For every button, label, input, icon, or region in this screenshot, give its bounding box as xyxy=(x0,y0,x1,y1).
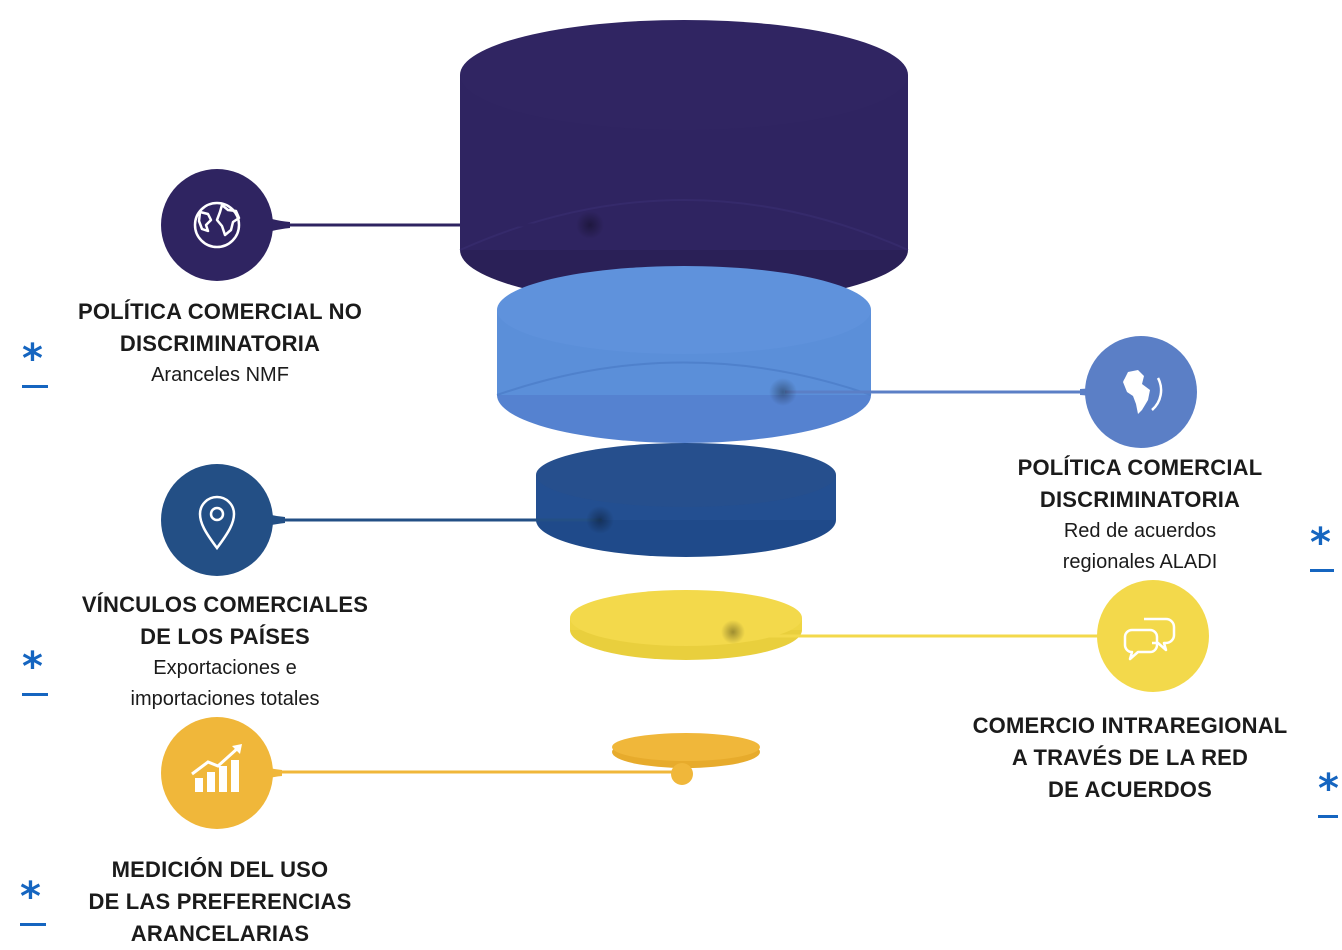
label-item-2: POLÍTICA COMERCIAL DISCRIMINATORIA Red d… xyxy=(980,452,1300,578)
dash-icon xyxy=(22,693,48,696)
americas-globe-icon xyxy=(1123,370,1163,414)
asterisk-marker: * xyxy=(20,874,46,926)
item-subtitle: Red de acuerdos regionales ALADI xyxy=(1062,520,1218,573)
asterisk-marker: * xyxy=(22,644,48,696)
node-americas-globe xyxy=(1080,336,1197,448)
item-subtitle: Aranceles NMF xyxy=(151,364,289,386)
node-location-pin xyxy=(161,464,285,576)
item-title: VÍNCULOS COMERCIALES DE LOS PAÍSES xyxy=(81,592,369,649)
connector-4 xyxy=(721,620,1160,644)
dash-icon xyxy=(22,385,48,388)
label-item-5: MEDICIÓN DEL USO DE LAS PREFERENCIAS ARA… xyxy=(50,854,390,950)
funnel-layer-4 xyxy=(570,590,802,660)
item-title: POLÍTICA COMERCIAL NO DISCRIMINATORIA xyxy=(77,299,363,356)
dash-icon xyxy=(1318,815,1338,818)
asterisk-marker: * xyxy=(1310,520,1334,572)
funnel-layer-5 xyxy=(612,733,760,768)
item-subtitle: Exportaciones e importaciones totales xyxy=(130,657,320,710)
label-item-1: POLÍTICA COMERCIAL NO DISCRIMINATORIA Ar… xyxy=(40,296,400,391)
chat-bubbles-icon xyxy=(1123,617,1176,661)
node-globe xyxy=(161,169,290,281)
asterisk-icon: * xyxy=(1310,520,1331,566)
funnel-layer-3 xyxy=(536,443,836,557)
connector-5 xyxy=(225,763,693,785)
asterisk-icon: * xyxy=(1318,766,1339,812)
connector-3 xyxy=(228,506,614,534)
funnel-layer-1 xyxy=(459,20,909,305)
node-chat xyxy=(1097,580,1209,692)
globe-icon xyxy=(193,201,241,249)
label-item-4: COMERCIO INTRAREGIONAL A TRAVÉS DE LA RE… xyxy=(940,710,1320,806)
item-title: COMERCIO INTRAREGIONAL A TRAVÉS DE LA RE… xyxy=(972,713,1288,802)
dash-icon xyxy=(1310,569,1334,572)
asterisk-marker: * xyxy=(1318,766,1339,818)
asterisk-icon: * xyxy=(22,644,43,690)
item-title: POLÍTICA COMERCIAL DISCRIMINATORIA xyxy=(1017,455,1263,512)
dash-icon xyxy=(20,923,46,926)
location-pin-icon xyxy=(198,495,236,551)
funnel-layer-2 xyxy=(496,266,872,443)
growth-chart-icon xyxy=(191,744,242,792)
connector-1 xyxy=(230,211,604,239)
node-growth-chart xyxy=(161,717,282,829)
asterisk-icon: * xyxy=(20,874,41,920)
asterisk-marker: * xyxy=(22,336,48,388)
asterisk-icon: * xyxy=(22,336,43,382)
item-title: MEDICIÓN DEL USO DE LAS PREFERENCIAS ARA… xyxy=(88,857,352,946)
label-item-3: VÍNCULOS COMERCIALES DE LOS PAÍSES Expor… xyxy=(40,589,410,715)
